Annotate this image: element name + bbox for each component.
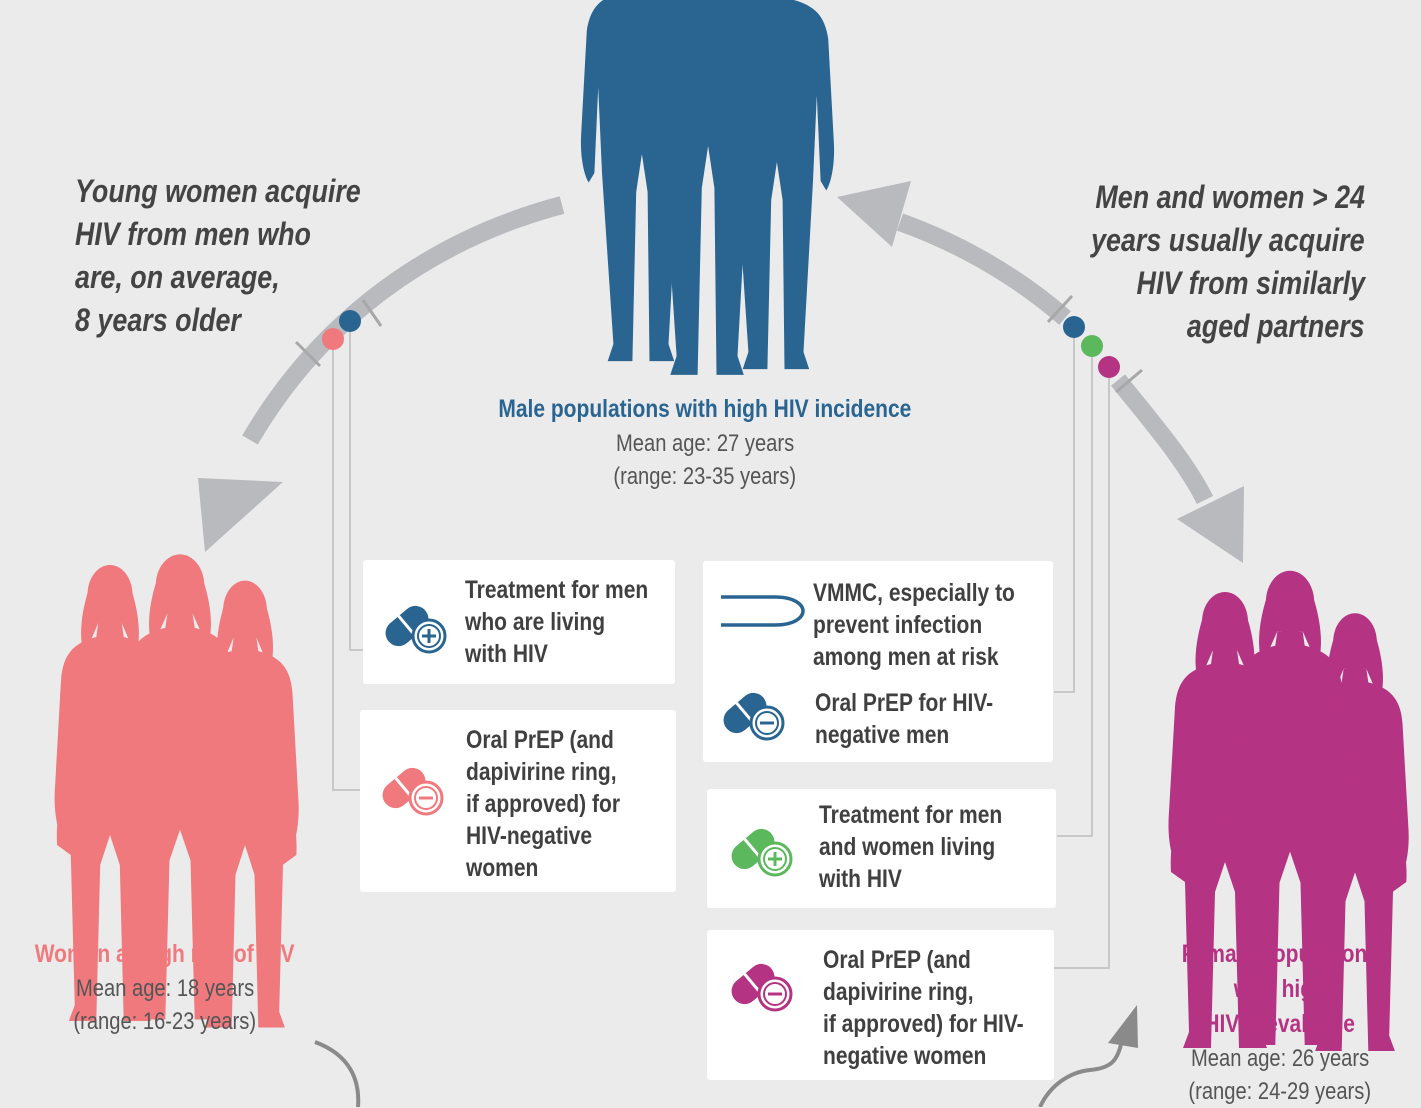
card-text-line: Oral PrEP (and bbox=[466, 726, 614, 754]
pill-minus-icon bbox=[731, 963, 793, 1012]
pill-plus-icon bbox=[385, 605, 447, 654]
male-age-range: (range: 23-35 years) bbox=[613, 463, 797, 490]
card-text-line: prevent infection bbox=[813, 611, 983, 639]
male-population-label: Male populations with high HIV incidence… bbox=[440, 392, 970, 493]
card-text-line: Treatment for men bbox=[465, 576, 649, 604]
annotation-line: Young women acquire bbox=[75, 173, 361, 209]
card-text-line: among men at risk bbox=[813, 643, 999, 671]
women-mean-age: Mean age: 18 years bbox=[75, 975, 255, 1002]
male-mean-age: Mean age: 27 years bbox=[615, 430, 795, 457]
male-population-silhouette bbox=[580, 0, 835, 375]
card-treatment-men: Treatment for men who are living with HI… bbox=[363, 560, 675, 684]
card-text-line: VMMC, especially to bbox=[813, 579, 1015, 607]
card-text-line: Oral PrEP (and bbox=[823, 946, 971, 974]
female-age-range: (range: 24-29 years) bbox=[1188, 1078, 1372, 1105]
annotation-line: 8 years older bbox=[75, 302, 241, 338]
arrow-male-to-female bbox=[1110, 374, 1244, 563]
arrow-women-to-bottom bbox=[314, 1040, 361, 1107]
annotation-line: HIV from similarly bbox=[1136, 265, 1365, 301]
card-text-line: HIV-negative bbox=[466, 822, 593, 850]
female-title-line: HIV prevalence bbox=[1204, 1010, 1356, 1038]
card-text-line: if approved) for HIV- bbox=[823, 1010, 1024, 1038]
card-treatment-all: Treatment for men and women living with … bbox=[707, 789, 1056, 908]
annotation-line: aged partners bbox=[1187, 308, 1365, 344]
annotation-line: years usually acquire bbox=[1091, 222, 1365, 258]
card-text-line: and women living bbox=[819, 833, 996, 861]
annotation-line: Men and women > 24 bbox=[1095, 179, 1365, 215]
card-text-line: Treatment for men bbox=[819, 801, 1003, 829]
card-text-line: who are living bbox=[465, 608, 606, 636]
card-text-line: women bbox=[466, 854, 539, 882]
female-title-line: with high bbox=[1233, 975, 1327, 1003]
card-prep-women-left: Oral PrEP (and dapivirine ring, if appro… bbox=[360, 710, 676, 892]
card-text-line: negative men bbox=[815, 721, 950, 749]
annotation-line: are, on average, bbox=[75, 259, 280, 295]
arrow-bottom-to-female bbox=[1038, 1005, 1138, 1107]
pill-minus-icon bbox=[723, 692, 785, 741]
card-text-line: if approved) for bbox=[466, 790, 621, 818]
card-text-line: with HIV bbox=[819, 865, 902, 893]
card-text-line: dapivirine ring, bbox=[466, 758, 617, 786]
dot-male-left bbox=[339, 310, 361, 332]
women-at-risk-title: Women at high risk of HIV bbox=[35, 940, 295, 968]
dot-female bbox=[1098, 356, 1120, 378]
pill-plus-icon bbox=[731, 828, 793, 877]
male-population-title: Male populations with high HIV incidence bbox=[498, 395, 912, 423]
arrow-male-to-women bbox=[198, 196, 565, 552]
annotation-older-adults: Men and women > 24 years usually acquire… bbox=[1039, 176, 1365, 348]
card-text-line: dapivirine ring, bbox=[823, 978, 974, 1006]
card-prep-women-right: Oral PrEP (and dapivirine ring, if appro… bbox=[707, 930, 1054, 1080]
arrow-female-to-male bbox=[837, 181, 1071, 325]
women-age-range: (range: 16-23 years) bbox=[73, 1008, 257, 1035]
pill-minus-icon bbox=[382, 767, 444, 816]
dot-male-right bbox=[1063, 316, 1085, 338]
circumcision-outline-icon bbox=[721, 595, 805, 627]
dot-treatment bbox=[1081, 335, 1103, 357]
female-population-label: Female populations with high HIV prevale… bbox=[1140, 937, 1420, 1108]
dot-women bbox=[322, 328, 344, 350]
female-title-line: Female populations bbox=[1181, 940, 1379, 968]
annotation-line: HIV from men who bbox=[75, 216, 311, 252]
card-text-line: Oral PrEP for HIV- bbox=[815, 689, 994, 717]
card-vmmc-prep-men: VMMC, especially to prevent infection am… bbox=[703, 561, 1053, 762]
annotation-young-women: Young women acquire HIV from men who are… bbox=[75, 170, 415, 342]
card-text-line: negative women bbox=[823, 1042, 987, 1070]
women-at-risk-label: Women at high risk of HIV Mean age: 18 y… bbox=[0, 937, 330, 1038]
female-mean-age: Mean age: 26 years bbox=[1190, 1045, 1370, 1072]
card-text-line: with HIV bbox=[465, 640, 548, 668]
